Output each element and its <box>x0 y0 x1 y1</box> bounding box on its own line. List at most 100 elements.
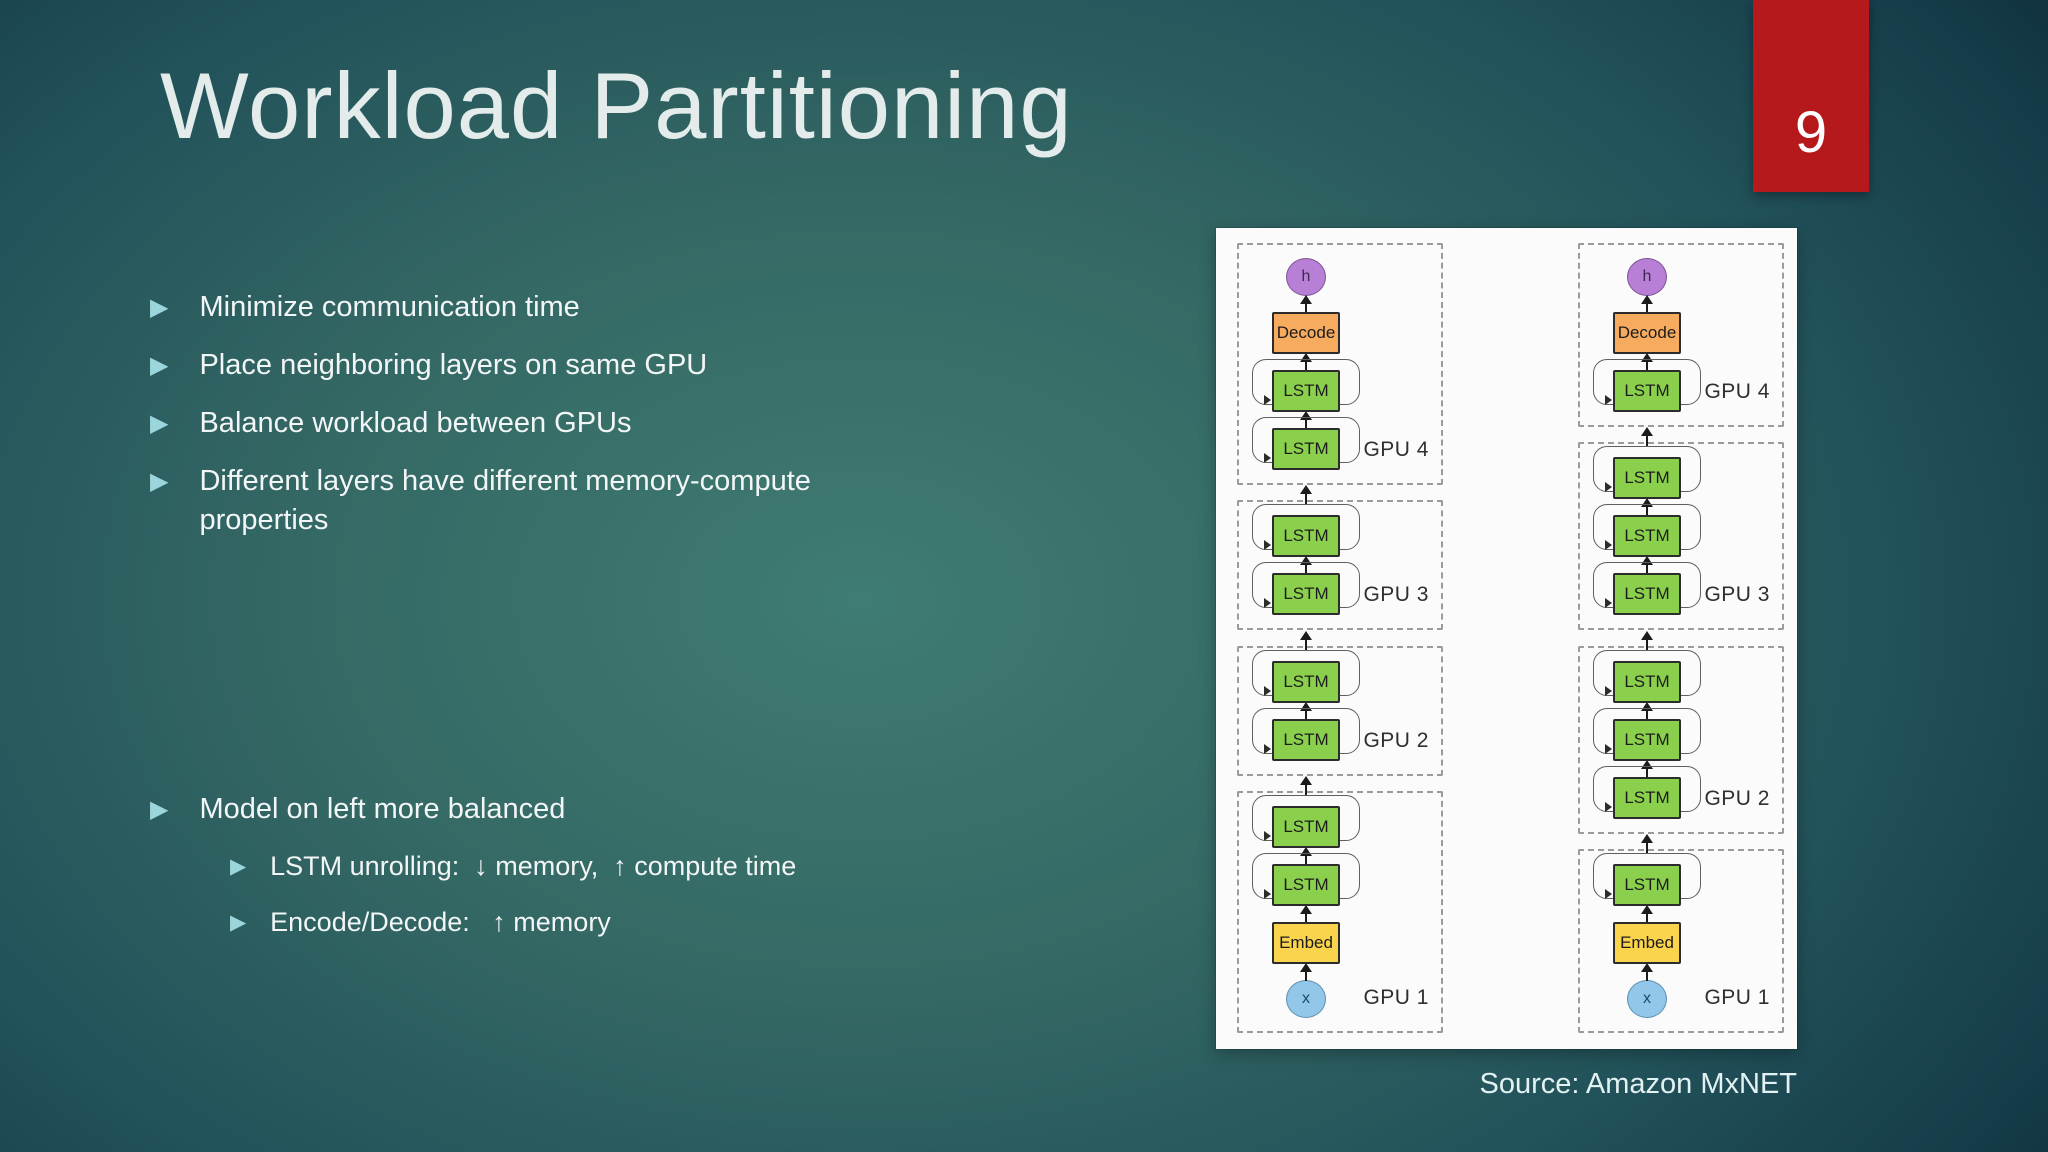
bullet-triangle-icon: ▶ <box>230 854 247 878</box>
sub-bullet-list: ▶ LSTM unrolling: ↓ memory, ↑ compute ti… <box>230 848 1190 941</box>
bullet-text: Minimize communication time <box>199 291 580 323</box>
lstm-node: LSTM <box>1593 359 1701 412</box>
page-number-tab: 9 <box>1753 0 1869 192</box>
lstm-box: LSTM <box>1272 428 1340 470</box>
lstm-box: LSTM <box>1613 370 1681 412</box>
recurrence-arrow-icon <box>1264 598 1271 609</box>
node-stack: LSTM LSTM <box>1252 504 1360 616</box>
lstm-box: LSTM <box>1613 573 1681 616</box>
arrow-up-connector <box>1272 485 1340 505</box>
bullet-item: ▶ Model on left more balanced <box>150 790 1190 829</box>
gpu-label: GPU 3 <box>1704 583 1770 607</box>
recurrence-arrow-icon <box>1605 743 1612 754</box>
recurrence-arrow-icon <box>1605 482 1612 493</box>
x-node: x <box>1286 979 1326 1018</box>
arrow-up-connector <box>1272 295 1340 313</box>
sub-bullet-text: Encode/Decode: ↑ memory <box>270 907 611 937</box>
lstm-box: LSTM <box>1272 660 1340 703</box>
bullet-triangle-icon: ▶ <box>230 910 247 934</box>
arrow-up-connector <box>1272 353 1340 371</box>
gpu-group-gpu-2: LSTM LSTM GPU 2 <box>1237 630 1443 776</box>
lstm-node: LSTM <box>1593 504 1701 558</box>
lstm-box: LSTM <box>1272 863 1340 906</box>
bullet-text: Model on left more balanced <box>199 793 566 825</box>
node-stack: LSTM LSTM <box>1252 649 1360 761</box>
gpu-label: GPU 2 <box>1363 728 1429 752</box>
gpu-label: GPU 2 <box>1704 786 1770 810</box>
lstm-node: LSTM <box>1252 794 1360 848</box>
arrow-up-connector <box>1613 498 1681 517</box>
lstm-box: LSTM <box>1613 863 1681 906</box>
lstm-node: LSTM <box>1593 562 1701 616</box>
gpu-group-gpu-1: LSTM LSTM Embed x GPU 1 <box>1237 775 1443 1033</box>
bullet-triangle-icon: ▶ <box>150 467 169 495</box>
lstm-node: LSTM <box>1252 359 1360 412</box>
gpu-label: GPU 4 <box>1704 380 1770 403</box>
lstm-box: LSTM <box>1272 370 1340 412</box>
bullet-list-primary: ▶ Minimize communication time ▶ Place ne… <box>150 288 1190 559</box>
gpu-label: GPU 1 <box>1363 985 1429 1009</box>
gpu-label: GPU 4 <box>1363 438 1429 461</box>
arrow-up-connector <box>1272 962 1340 981</box>
sub-bullet-text: LSTM unrolling: ↓ memory, ↑ compute time <box>270 851 797 881</box>
node-stack: LSTM LSTM Embed x <box>1252 794 1360 1018</box>
bullet-triangle-icon: ▶ <box>150 293 169 321</box>
arrow-up-connector <box>1613 353 1681 371</box>
recurrence-arrow-icon <box>1264 888 1271 899</box>
arrow-up-connector <box>1613 962 1681 981</box>
lstm-node: LSTM <box>1252 707 1360 761</box>
bullet-text: Balance workload between GPUs <box>199 407 632 439</box>
lstm-node: LSTM <box>1252 649 1360 703</box>
embed-node: Embed <box>1272 921 1340 964</box>
decode-node: Decode <box>1613 312 1681 354</box>
recurrence-arrow-icon <box>1264 540 1271 551</box>
lstm-box: LSTM <box>1613 660 1681 703</box>
arrow-up-connector <box>1613 759 1681 778</box>
bullet-triangle-icon: ▶ <box>150 351 169 379</box>
gpu-label: GPU 1 <box>1704 985 1770 1009</box>
decode-node: Decode <box>1272 312 1340 354</box>
arrow-up-connector <box>1272 556 1340 575</box>
bullet-list-secondary: ▶ Model on left more balanced ▶ LSTM unr… <box>150 790 1190 960</box>
x-node: x <box>1627 979 1667 1018</box>
recurrence-arrow-icon <box>1264 743 1271 754</box>
slide-title: Workload Partitioning <box>160 53 1073 158</box>
lstm-node: LSTM <box>1593 707 1701 761</box>
arrow-up-connector <box>1613 701 1681 720</box>
lstm-node: LSTM <box>1593 852 1701 906</box>
lstm-box: LSTM <box>1272 718 1340 761</box>
lstm-box: LSTM <box>1613 457 1681 500</box>
lstm-node: LSTM <box>1252 504 1360 558</box>
arrow-up-connector <box>1272 411 1340 429</box>
recurrence-arrow-icon <box>1605 801 1612 812</box>
lstm-node: LSTM <box>1593 765 1701 819</box>
arrow-up-connector <box>1613 556 1681 575</box>
arrow-up-connector <box>1613 904 1681 923</box>
lstm-box: LSTM <box>1272 573 1340 616</box>
bullet-text: Place neighboring layers on same GPU <box>199 349 708 381</box>
bullet-item: ▶ Place neighboring layers on same GPU <box>150 346 1190 385</box>
lstm-node: LSTM <box>1252 417 1360 470</box>
arrow-up-connector <box>1272 701 1340 720</box>
arrow-up-connector <box>1613 833 1681 853</box>
h-node: h <box>1627 258 1667 296</box>
recurrence-arrow-icon <box>1264 453 1271 463</box>
recurrence-arrow-icon <box>1605 888 1612 899</box>
lstm-node: LSTM <box>1252 562 1360 616</box>
lstm-node: LSTM <box>1593 649 1701 703</box>
lstm-box: LSTM <box>1613 776 1681 819</box>
lstm-box: LSTM <box>1272 805 1340 848</box>
arrow-up-connector <box>1613 295 1681 313</box>
arrow-up-connector <box>1272 904 1340 923</box>
